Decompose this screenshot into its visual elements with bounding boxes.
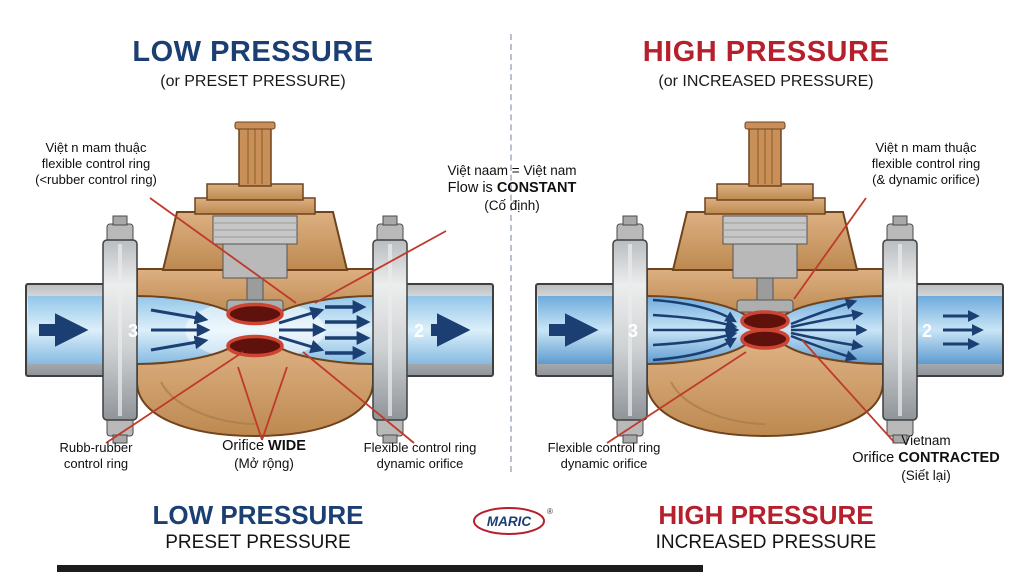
flow-arrows-high	[549, 298, 984, 362]
maric-logo: MARIC ®	[470, 503, 556, 539]
logo-oval	[473, 507, 545, 535]
valve-high-pressure: 3 2	[535, 120, 1004, 445]
label-flow-constant: Việt naam = Việt nam Flow is CONSTANT (C…	[447, 163, 577, 213]
right-subtitle: (or INCREASED PRESSURE)	[658, 73, 874, 90]
registered-mark: ®	[547, 507, 553, 516]
label-flexible-control-ring-left: Việt n mam thuậc flexible control ring (…	[35, 140, 157, 188]
label-flexible-control-ring-right: Việt n mam thuậc flexible control ring (…	[871, 140, 981, 188]
label-orifice-contracted: Vietnam Orifice CONTRACTED (Siết lại)	[852, 433, 1000, 483]
logo-text: MARIC	[487, 514, 531, 529]
label-dynamic-orifice-right: Flexible control ring dynamic orifice	[547, 440, 661, 472]
label-orifice-wide: Orifice WIDE (Mở rộng)	[222, 438, 306, 471]
right-title: HIGH PRESSURE	[642, 36, 890, 68]
right-footer-subtitle: INCREASED PRESSURE	[655, 532, 877, 553]
inlet-number: 3	[128, 321, 138, 341]
left-title: LOW PRESSURE	[132, 36, 374, 68]
left-footer-subtitle: PRESET PRESSURE	[165, 532, 351, 553]
label-rubber-control-ring: Rubb-rubber control ring	[59, 440, 133, 472]
center-divider	[510, 34, 512, 472]
left-footer-title: LOW PRESSURE	[152, 500, 364, 530]
left-subtitle: (or PRESET PRESSURE)	[160, 73, 346, 90]
outlet-number: 2	[414, 321, 424, 341]
right-footer-title: HIGH PRESSURE	[658, 500, 874, 530]
valve-low-pressure: 3 2	[25, 120, 494, 445]
flexible-control-ring-wide	[226, 302, 284, 358]
flexible-control-ring-contracted	[740, 310, 790, 350]
bottom-edge-artifact	[57, 565, 703, 572]
inlet-number: 3	[628, 321, 638, 341]
outlet-number: 2	[922, 321, 932, 341]
venturi-glow	[185, 300, 325, 360]
flow-arrows-low	[39, 300, 471, 360]
label-dynamic-orifice-left: Flexible control ring dynamic orifice	[363, 440, 477, 472]
callout-lines	[105, 197, 895, 444]
